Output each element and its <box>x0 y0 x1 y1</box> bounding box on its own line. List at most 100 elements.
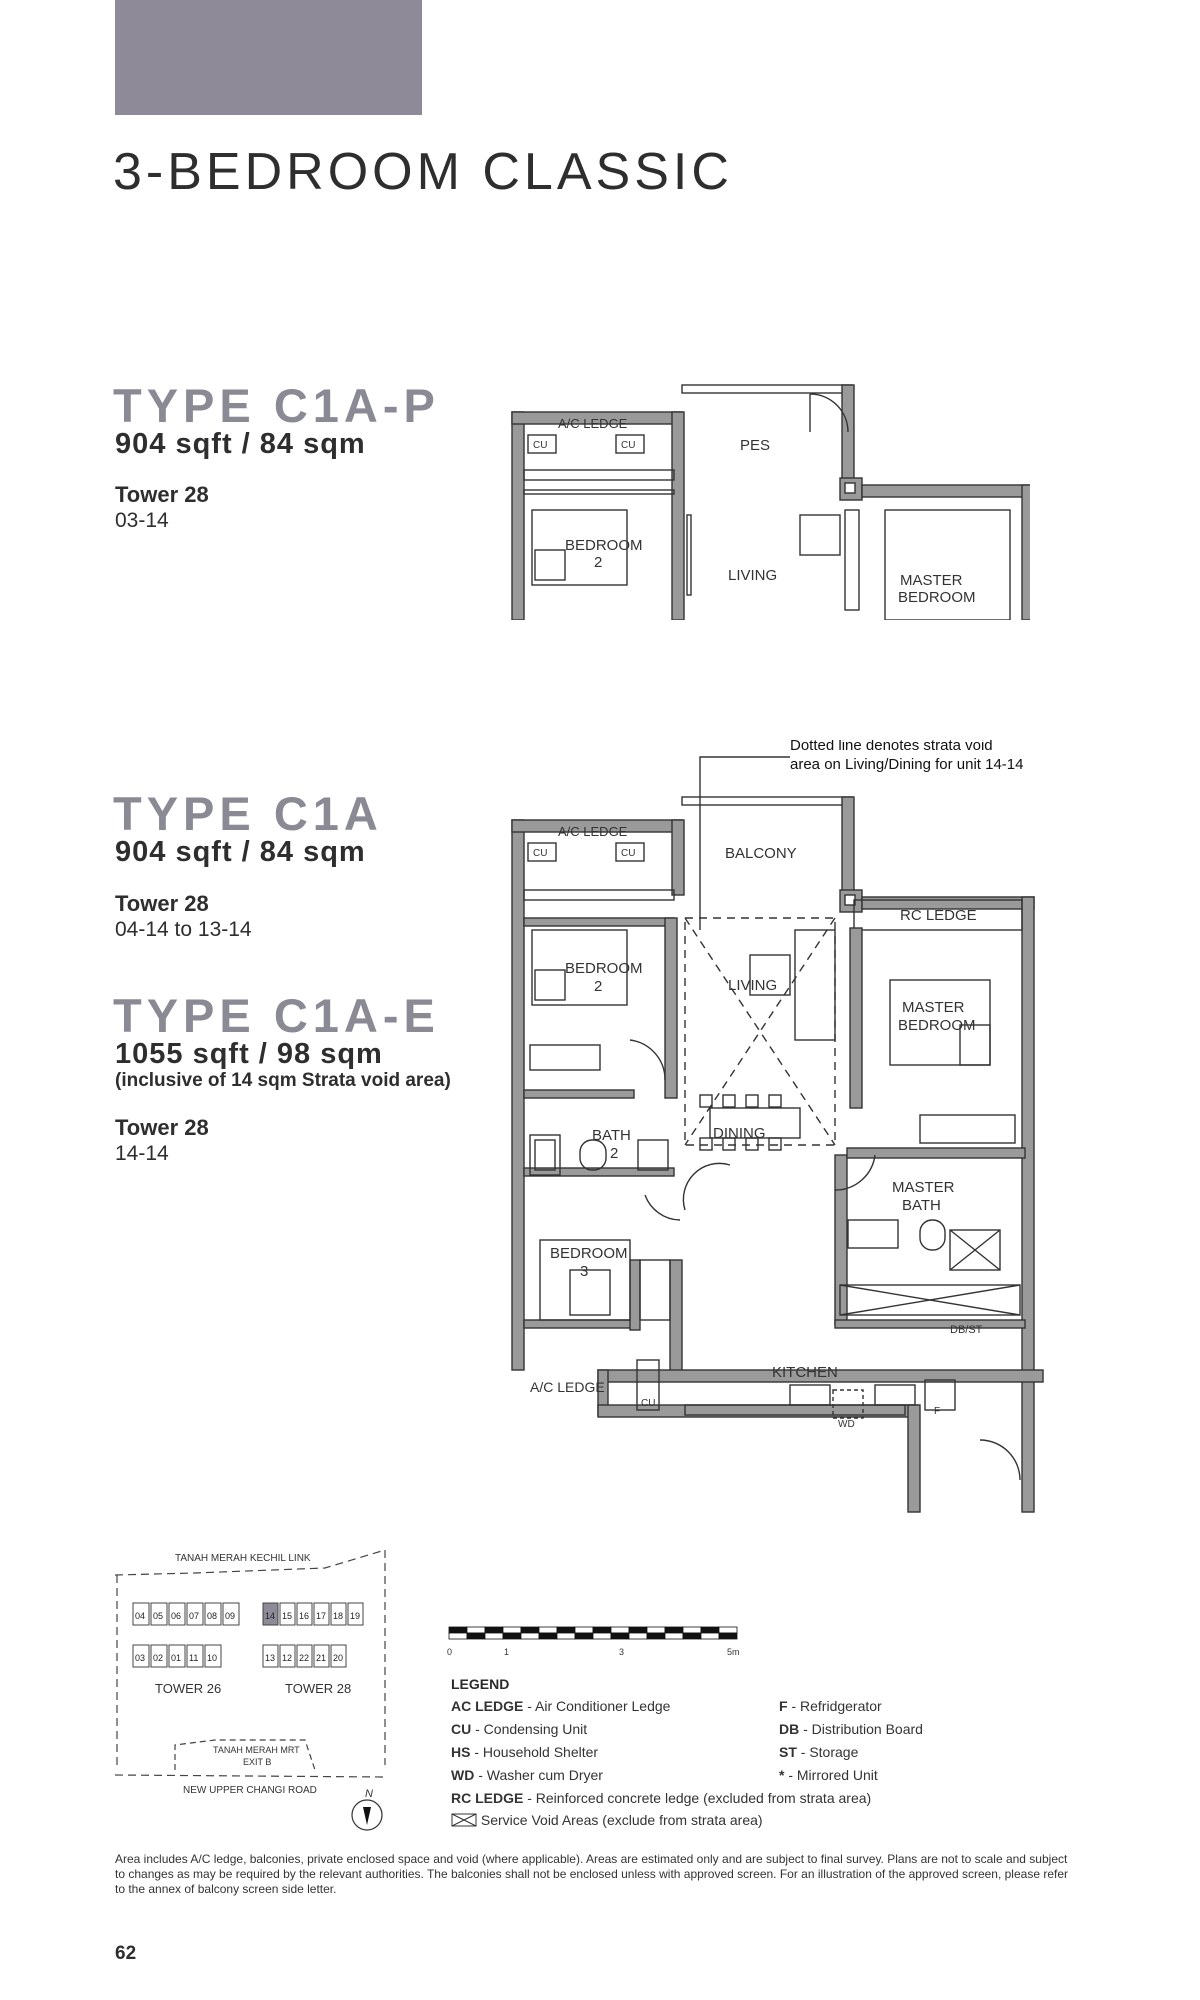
scale-segment <box>520 1626 540 1634</box>
type-c1a-e-units: 14-14 <box>115 1142 169 1165</box>
scale-segment <box>448 1626 468 1634</box>
legend-item: DB - Distribution Board <box>779 1721 923 1744</box>
legend-abbr: RC LEDGE <box>451 1790 524 1806</box>
legend-item: WD - Washer cum Dryer <box>451 1767 871 1790</box>
legend-desc: - Household Shelter <box>470 1744 599 1760</box>
tower28-unit-label: 16 <box>299 1611 309 1621</box>
plan-f: F <box>934 1406 940 1417</box>
type-c1a-e-name: TYPE C1A-E <box>113 989 440 1042</box>
tower26-unit-label: 04 <box>135 1611 145 1621</box>
plan-ac-ledge: A/C LEDGE <box>558 824 628 839</box>
plan-cu3: CU <box>641 1398 655 1409</box>
plan-living: LIVING <box>728 977 777 994</box>
plan-bedroom2-num: 2 <box>594 978 602 995</box>
legend-void-row: Service Void Areas (exclude from strata … <box>451 1812 763 1828</box>
scale-segment <box>610 1632 630 1640</box>
tower28-unit-label: 13 <box>265 1653 275 1663</box>
legend-void-text: Service Void Areas (exclude from strata … <box>480 1812 763 1828</box>
legend-item: AC LEDGE - Air Conditioner Ledge <box>451 1698 871 1721</box>
legend-desc: - Condensing Unit <box>471 1721 588 1737</box>
tower28-unit-cell <box>279 1644 296 1668</box>
legend-item: ST - Storage <box>779 1744 923 1767</box>
footnote: Area includes A/C ledge, balconies, priv… <box>115 1852 1069 1896</box>
page-title: 3-BEDROOM CLASSIC <box>113 143 733 201</box>
tower26-unit-cell <box>204 1644 222 1668</box>
plan-rc-ledge: RC LEDGE <box>900 907 977 924</box>
tower26-unit-cell <box>168 1644 186 1668</box>
scale-segment <box>502 1632 522 1640</box>
tower28-unit-label: 15 <box>282 1611 292 1621</box>
plan-bedroom3-num: 3 <box>580 1263 588 1280</box>
tower26-unit-label: 10 <box>207 1653 217 1663</box>
plan-master2: BEDROOM <box>898 1017 976 1034</box>
tower26-unit-label: 02 <box>153 1653 163 1663</box>
plan-master-bath: MASTER <box>892 1179 955 1196</box>
scale-segment <box>520 1632 540 1640</box>
site-mrt2: EXIT B <box>243 1757 271 1767</box>
legend-abbr: CU <box>451 1721 472 1737</box>
legend-abbr: AC LEDGE <box>451 1698 524 1714</box>
legend-desc: - Mirrored Unit <box>784 1767 878 1783</box>
plan-dining: DINING <box>713 1125 766 1142</box>
scale-segment <box>664 1632 684 1640</box>
type-c1a-tower: Tower 28 <box>115 891 209 916</box>
plan-balcony: BALCONY <box>725 845 797 862</box>
site-mrt1: TANAH MERAH MRT <box>213 1745 300 1755</box>
site-tower26-label: TOWER 26 <box>155 1681 221 1696</box>
scale-segment <box>682 1632 702 1640</box>
type-c1a-p-tower: Tower 28 <box>115 482 209 507</box>
type-c1a-e-note: (inclusive of 14 sqm Strata void area) <box>115 1070 451 1091</box>
type-c1a-e-area: 1055 sqft / 98 sqm <box>115 1038 383 1070</box>
scale-segment <box>682 1626 702 1634</box>
plan-cu1: CU <box>533 848 547 859</box>
tower26-unit-cell <box>186 1644 204 1668</box>
tower28-unit-cell <box>330 1602 347 1626</box>
legend-title: LEGEND <box>451 1676 510 1692</box>
plan-top-master: MASTER <box>900 572 963 589</box>
header-color-block <box>115 0 422 115</box>
plan-top-ac-ledge: A/C LEDGE <box>558 416 628 431</box>
legend-abbr: F <box>779 1698 788 1714</box>
plan-ac-ledge2: A/C LEDGE <box>530 1379 605 1395</box>
plan-master: MASTER <box>902 999 965 1016</box>
legend-abbr: HS <box>451 1744 471 1760</box>
scale-segment <box>592 1626 612 1634</box>
tower28-unit-cell <box>262 1602 279 1626</box>
legend-abbr: * <box>779 1767 785 1783</box>
tower26-unit-cell <box>132 1602 150 1626</box>
site-road-bottom: NEW UPPER CHANGI ROAD <box>183 1785 317 1796</box>
tower28-unit-label: 18 <box>333 1611 343 1621</box>
tower28-unit-cell <box>313 1602 330 1626</box>
tower28-unit-label: 14 <box>265 1611 275 1621</box>
tower26-unit-label: 08 <box>207 1611 217 1621</box>
type-c1a-name: TYPE C1A <box>113 787 383 840</box>
type-c1a-e-tower: Tower 28 <box>115 1115 209 1140</box>
plan-top-cu1: CU <box>533 440 547 451</box>
scale-segment <box>556 1626 576 1634</box>
tower28-unit-cell <box>296 1644 313 1668</box>
scale-segment <box>466 1626 486 1634</box>
type-c1a-p-area: 904 sqft / 84 sqm <box>115 428 366 460</box>
scale-segment <box>556 1632 576 1640</box>
scale-segment <box>592 1632 612 1640</box>
tower28-unit-label: 22 <box>299 1653 309 1663</box>
tower28-unit-cell <box>262 1644 279 1668</box>
svg-text:N: N <box>365 1788 373 1800</box>
scale-segment <box>538 1632 558 1640</box>
scale-segment <box>718 1626 738 1634</box>
tower26-unit-cell <box>222 1602 240 1626</box>
scale-segment <box>448 1632 468 1640</box>
scale-label-5: 5m <box>727 1647 740 1657</box>
legend-desc: - Reinforced concrete ledge (excluded fr… <box>523 1790 872 1806</box>
scale-segment <box>628 1626 648 1634</box>
scale-segment <box>700 1632 720 1640</box>
scale-segment <box>610 1626 630 1634</box>
scale-segment <box>574 1632 594 1640</box>
scale-segment <box>628 1632 648 1640</box>
tower28-unit-cell <box>279 1602 296 1626</box>
tower28-unit-label: 12 <box>282 1653 292 1663</box>
tower26-unit-cell <box>150 1602 168 1626</box>
